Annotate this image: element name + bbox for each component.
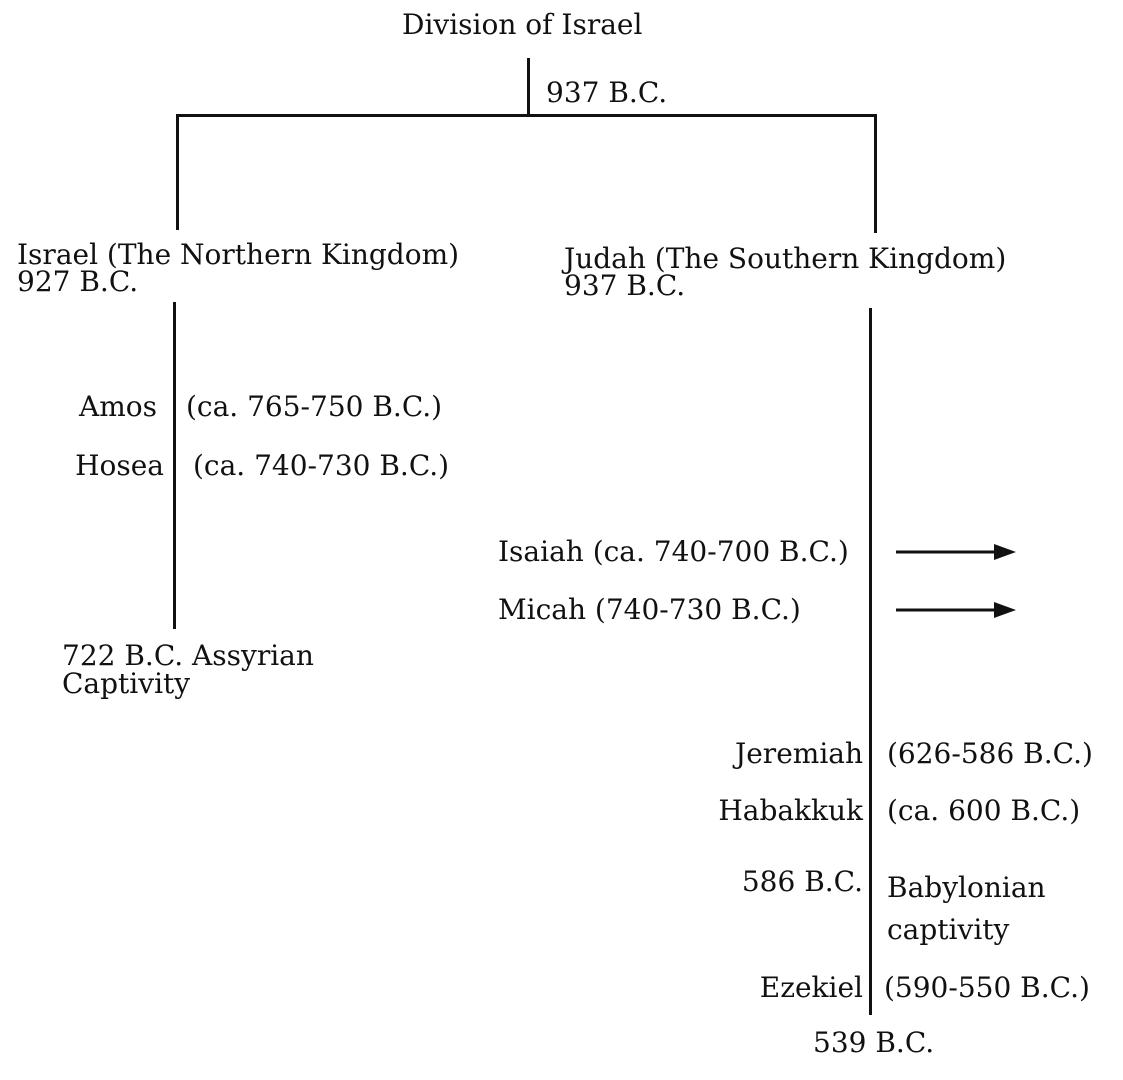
israel-end-text: 722 B.C. Assyrian Captivity [62, 639, 314, 700]
judah-heading: Judah (The Southern Kingdom) [564, 242, 1007, 275]
branch-right-drop [874, 117, 877, 233]
israel-date: 927 B.C. [17, 265, 139, 298]
captivity-event: Babylonian captivity [887, 871, 1046, 946]
crossing-prophet: Isaiah (ca. 740-700 B.C.) [498, 535, 849, 568]
prophet-dates: (ca. 765-750 B.C.) [186, 390, 443, 423]
division-date: 937 B.C. [546, 76, 668, 109]
crossing-prophet: Micah (740-730 B.C.) [498, 593, 801, 626]
judah-date: 937 B.C. [564, 269, 686, 302]
prophet-name: Ezekiel [759, 971, 863, 1004]
israel-heading: Israel (The Northern Kingdom) [17, 238, 460, 271]
right-arrow-icon [896, 602, 1016, 618]
top-connector-line [527, 58, 530, 117]
diagram-title: Division of Israel [402, 8, 643, 41]
captivity-date: 586 B.C. [741, 865, 863, 898]
judah-end-date: 539 B.C. [813, 1026, 935, 1059]
judah-timeline [869, 308, 872, 1015]
prophet-name: Hosea [75, 449, 164, 482]
israel-timeline [173, 302, 176, 629]
branch-left-drop [176, 114, 179, 230]
prophet-name: Habakkuk [718, 794, 863, 827]
prophet-dates: (ca. 600 B.C.) [887, 794, 1081, 827]
prophet-dates: (ca. 740-730 B.C.) [193, 449, 450, 482]
branch-bar [176, 114, 877, 117]
prophet-dates: (590-550 B.C.) [884, 971, 1090, 1004]
right-arrow-icon [896, 544, 1016, 560]
prophet-dates: (626-586 B.C.) [887, 737, 1093, 770]
prophet-name: Amos [79, 390, 157, 423]
prophet-name: Jeremiah [735, 737, 863, 770]
